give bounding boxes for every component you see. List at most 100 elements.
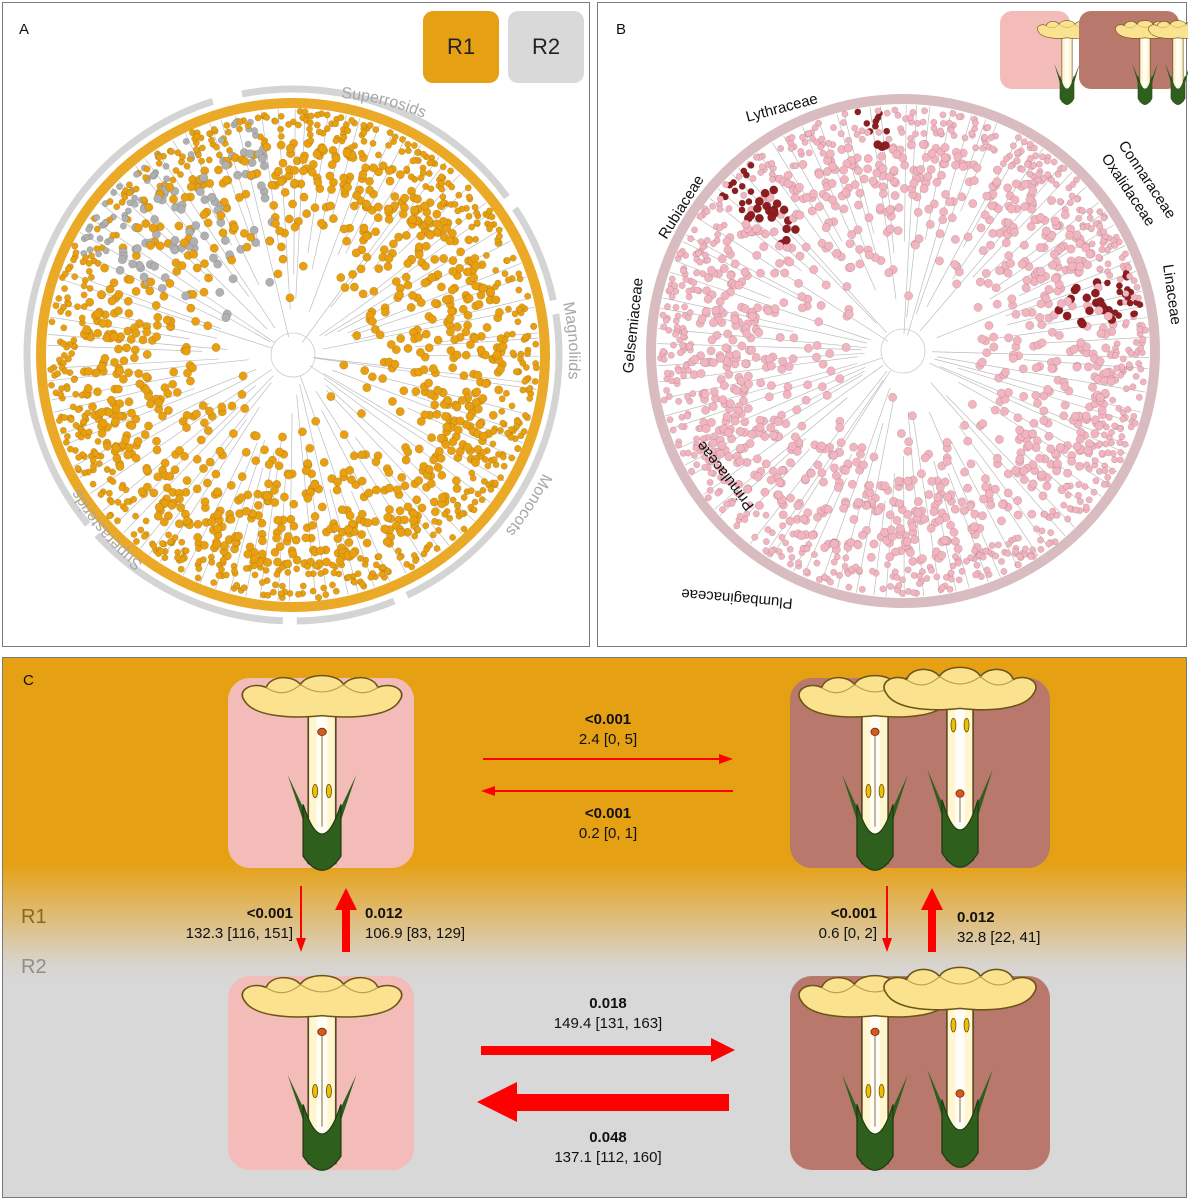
- tip-node: [719, 506, 726, 513]
- tip-node: [1037, 470, 1046, 480]
- tip-node: [781, 235, 791, 245]
- tip-node: [345, 465, 355, 475]
- tip-node: [891, 547, 900, 557]
- tip-node: [813, 138, 821, 146]
- tip-node: [92, 449, 99, 457]
- tip-node: [701, 463, 709, 471]
- tip-node: [153, 511, 163, 521]
- tree-branch: [904, 105, 907, 242]
- tip-node: [1126, 272, 1133, 280]
- tip-node: [70, 376, 78, 383]
- tip-node: [858, 585, 866, 593]
- tip-node: [522, 412, 529, 419]
- tip-node: [735, 457, 745, 466]
- tip-node: [427, 272, 437, 282]
- tip-node: [170, 235, 180, 245]
- tip-node: [829, 539, 839, 549]
- tip-node: [1081, 411, 1091, 421]
- tip-node: [1021, 283, 1031, 293]
- tip-node: [375, 151, 382, 159]
- tip-node: [895, 582, 903, 589]
- tip-node: [123, 450, 133, 460]
- tip-node: [253, 500, 263, 510]
- tip-node: [919, 118, 927, 126]
- tip-node: [375, 330, 385, 340]
- tip-node: [380, 307, 390, 317]
- tip-node: [349, 201, 359, 211]
- tip-node: [800, 474, 810, 484]
- tip-node: [193, 519, 203, 529]
- legend-r1: R1: [423, 11, 499, 83]
- tip-node: [106, 489, 113, 497]
- tip-node: [118, 255, 127, 265]
- tip-node: [306, 125, 313, 133]
- tip-node: [358, 170, 368, 180]
- tip-node: [879, 585, 887, 593]
- tip-node: [48, 381, 55, 389]
- tip-node: [472, 387, 482, 397]
- tip-node: [240, 584, 248, 592]
- tip-node: [56, 417, 63, 424]
- tip-node: [333, 477, 342, 487]
- tip-node: [85, 259, 93, 267]
- tip-node: [903, 476, 913, 486]
- tip-node: [129, 353, 139, 363]
- tip-node: [492, 266, 500, 274]
- tip-node: [907, 134, 915, 142]
- tip-node: [855, 259, 865, 269]
- tip-node: [893, 226, 903, 236]
- tip-node: [753, 153, 760, 161]
- tip-node: [317, 570, 325, 577]
- tip-node: [65, 265, 72, 273]
- tip-node: [416, 417, 426, 426]
- tip-node: [915, 580, 923, 587]
- tip-node: [660, 323, 668, 331]
- tip-node: [1056, 299, 1066, 308]
- tip-node: [89, 457, 97, 465]
- tip-node: [85, 297, 95, 307]
- legend-distylous: [1079, 11, 1188, 106]
- tip-node: [519, 359, 527, 367]
- tip-node: [880, 481, 890, 491]
- tip-node: [284, 470, 294, 480]
- tip-node: [74, 303, 81, 311]
- tip-node: [1009, 227, 1019, 237]
- tip-node: [503, 257, 511, 264]
- tip-node: [428, 314, 437, 324]
- tip-node: [326, 392, 336, 401]
- tip-node: [1106, 271, 1114, 279]
- tip-node: [684, 412, 692, 420]
- tip-node: [929, 507, 939, 517]
- tip-node: [677, 349, 684, 357]
- tip-node: [481, 456, 489, 463]
- tip-node: [939, 120, 947, 127]
- tip-node: [358, 580, 366, 588]
- tip-node: [1103, 311, 1113, 321]
- tip-node: [1111, 456, 1118, 464]
- tip-node: [1076, 498, 1084, 505]
- tip-node: [188, 363, 197, 373]
- tip-node: [821, 280, 831, 290]
- tip-node: [330, 569, 338, 577]
- tip-node: [971, 547, 978, 555]
- tip-node: [177, 171, 184, 178]
- tip-node: [124, 443, 134, 453]
- tip-node: [884, 268, 894, 278]
- tip-node: [260, 445, 269, 455]
- tip-node: [396, 528, 406, 537]
- tip-node: [714, 463, 722, 471]
- tip-node: [390, 192, 400, 202]
- tip-node: [1083, 446, 1093, 456]
- tip-node: [820, 543, 830, 552]
- tip-node: [223, 121, 231, 129]
- tip-node: [849, 515, 859, 524]
- tip-node: [424, 378, 433, 388]
- arrow-di-r2-to-r1: [921, 888, 943, 952]
- tip-node: [842, 554, 850, 562]
- tip-node: [283, 559, 293, 569]
- tip-node: [1020, 179, 1030, 189]
- tree-branch: [873, 500, 886, 596]
- tip-node: [940, 535, 950, 545]
- tip-node: [717, 440, 727, 450]
- tip-node: [102, 333, 112, 343]
